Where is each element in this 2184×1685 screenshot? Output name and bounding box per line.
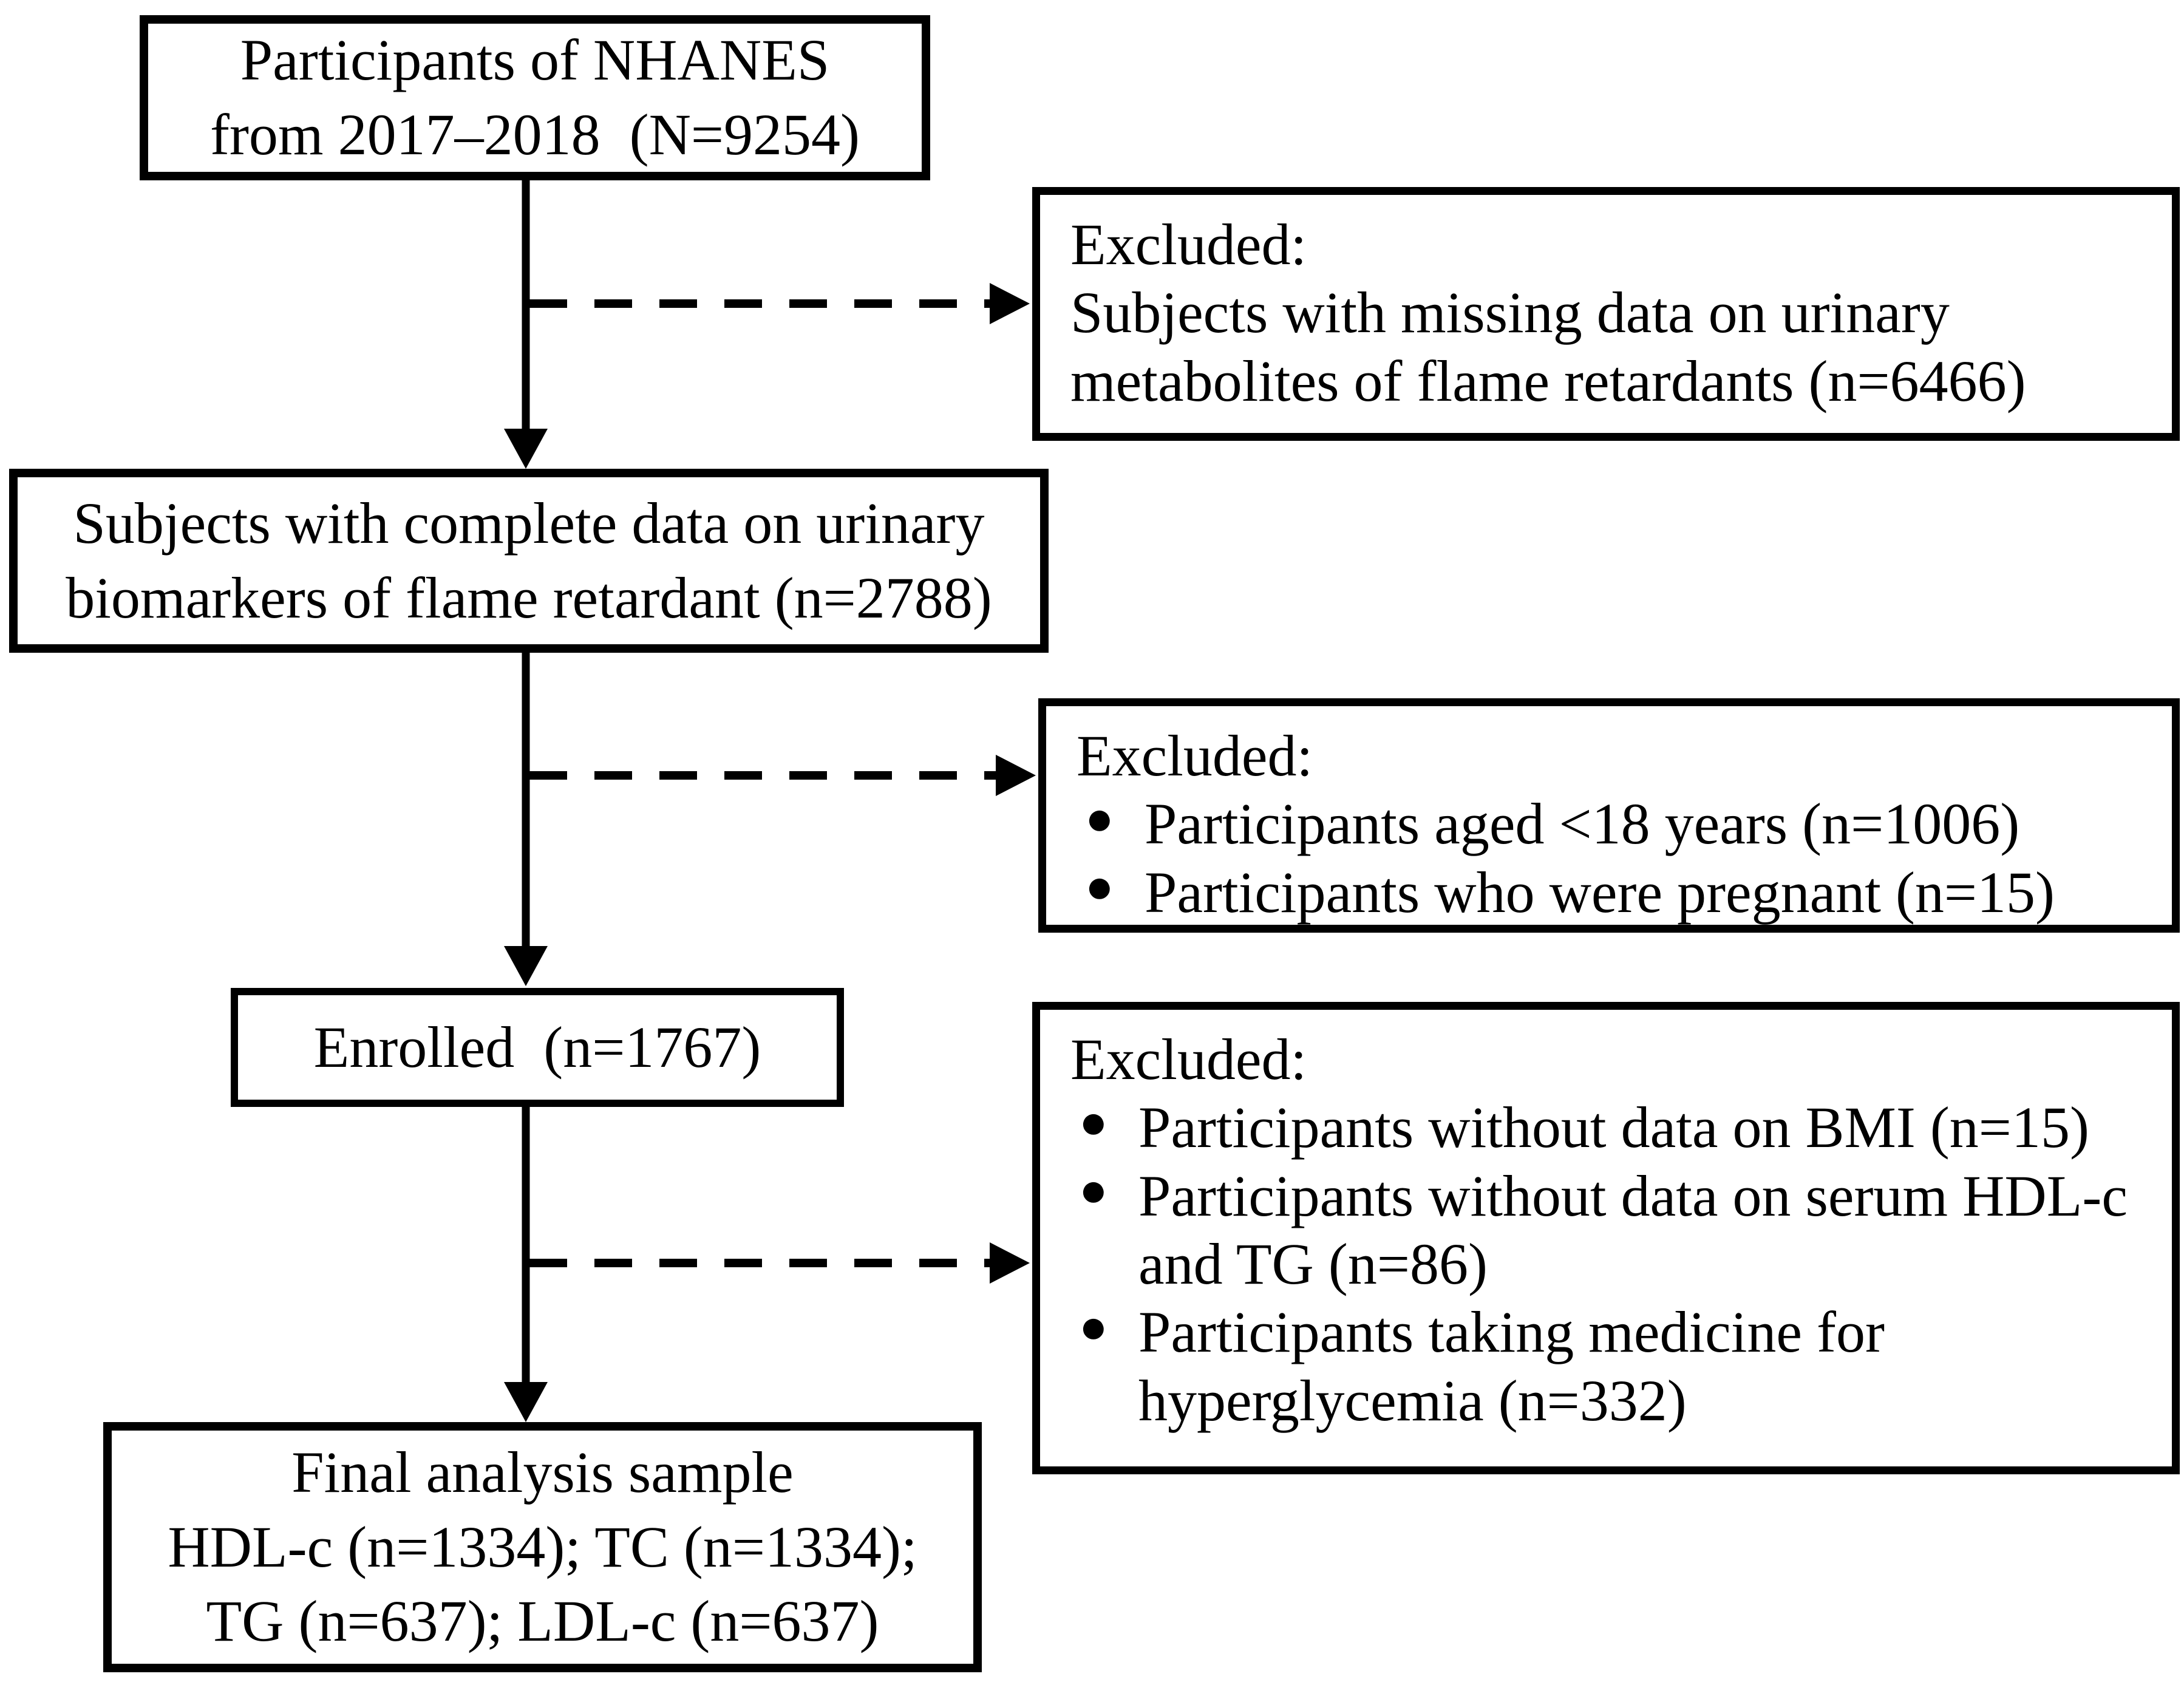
excluded3-item-1-line-1: Participants without data on BMI (n=15)	[1138, 1095, 2089, 1160]
bullet-icon: ●	[1085, 792, 1114, 845]
arrowhead-down-3	[504, 1382, 548, 1422]
excluded2-item-2-line-1: Participants who were pregnant (n=15)	[1145, 859, 2055, 925]
excluded3-item-3-line-1: Participants taking medicine for	[1138, 1299, 1885, 1365]
box-complete-line-1: Subjects with complete data on urinary	[73, 490, 985, 556]
excluded1-item-1-line-2: metabolites of flame retardants (n=6466)	[1070, 348, 2026, 414]
excluded3-item-1: ● Participants without data on BMI (n=15…	[1070, 1094, 2150, 1162]
excluded3-item-2-line-2: and TG (n=86)	[1138, 1231, 1488, 1296]
box-nhanes-line-2: from 2017–2018 (N=9254)	[209, 102, 860, 167]
box-excluded-age-pregnancy: Excluded: ● Participants aged <18 years …	[1038, 698, 2180, 933]
box-nhanes-line-1: Participants of NHANES	[240, 27, 830, 93]
arrowhead-down-2	[504, 946, 548, 986]
excluded3-item-3-line-2: hyperglycemia (n=332)	[1138, 1367, 1687, 1433]
box-excluded-bmi-lipids-medicine: Excluded: ● Participants without data on…	[1032, 1002, 2180, 1474]
box-final-line-2: HDL-c (n=1334); TC (n=1334);	[168, 1514, 917, 1579]
arrowhead-right-1	[990, 283, 1030, 324]
box-complete-line-2: biomarkers of flame retardant (n=2788)	[66, 565, 992, 630]
excluded3-item-2: ● Participants without data on serum HDL…	[1070, 1162, 2150, 1299]
excluded1-heading: Excluded:	[1070, 212, 1307, 277]
excluded1-item-1-line-1: Subjects with missing data on urinary	[1070, 280, 1950, 346]
arrowhead-right-2	[996, 755, 1036, 796]
excluded3-heading: Excluded:	[1070, 1027, 1307, 1092]
excluded3-item-2-line-1: Participants without data on serum HDL-c	[1138, 1163, 2128, 1228]
excluded3-item-3: ● Participants taking medicine for hyper…	[1070, 1298, 2150, 1435]
box-final-line-3: TG (n=637); LDL-c (n=637)	[206, 1588, 879, 1654]
bullet-icon: ●	[1079, 1095, 1108, 1149]
excluded2-item-1-line-1: Participants aged <18 years (n=1006)	[1145, 791, 2020, 857]
box-final-line-1: Final analysis sample	[291, 1439, 794, 1505]
excluded2-heading: Excluded:	[1077, 723, 1313, 788]
bullet-icon: ●	[1079, 1300, 1108, 1353]
box-enrolled: Enrolled (n=1767)	[231, 988, 844, 1107]
arrowhead-down-1	[504, 429, 548, 469]
excluded1-item-1: Subjects with missing data on urinary me…	[1070, 279, 2150, 415]
box-final-analysis-sample: Final analysis sample HDL-c (n=1334); TC…	[103, 1422, 982, 1672]
excluded2-item-1: ● Participants aged <18 years (n=1006)	[1077, 790, 2150, 858]
box-complete-data-subjects: Subjects with complete data on urinary b…	[9, 469, 1049, 653]
box-enrolled-line-1: Enrolled (n=1767)	[313, 1014, 761, 1080]
excluded2-item-2: ● Participants who were pregnant (n=15)	[1077, 859, 2150, 927]
box-excluded-missing-data: Excluded: Subjects with missing data on …	[1032, 187, 2180, 441]
bullet-icon: ●	[1085, 860, 1114, 914]
bullet-icon: ●	[1079, 1164, 1108, 1217]
arrowhead-right-3	[990, 1242, 1030, 1284]
box-nhanes-participants: Participants of NHANES from 2017–2018 (N…	[140, 15, 930, 180]
